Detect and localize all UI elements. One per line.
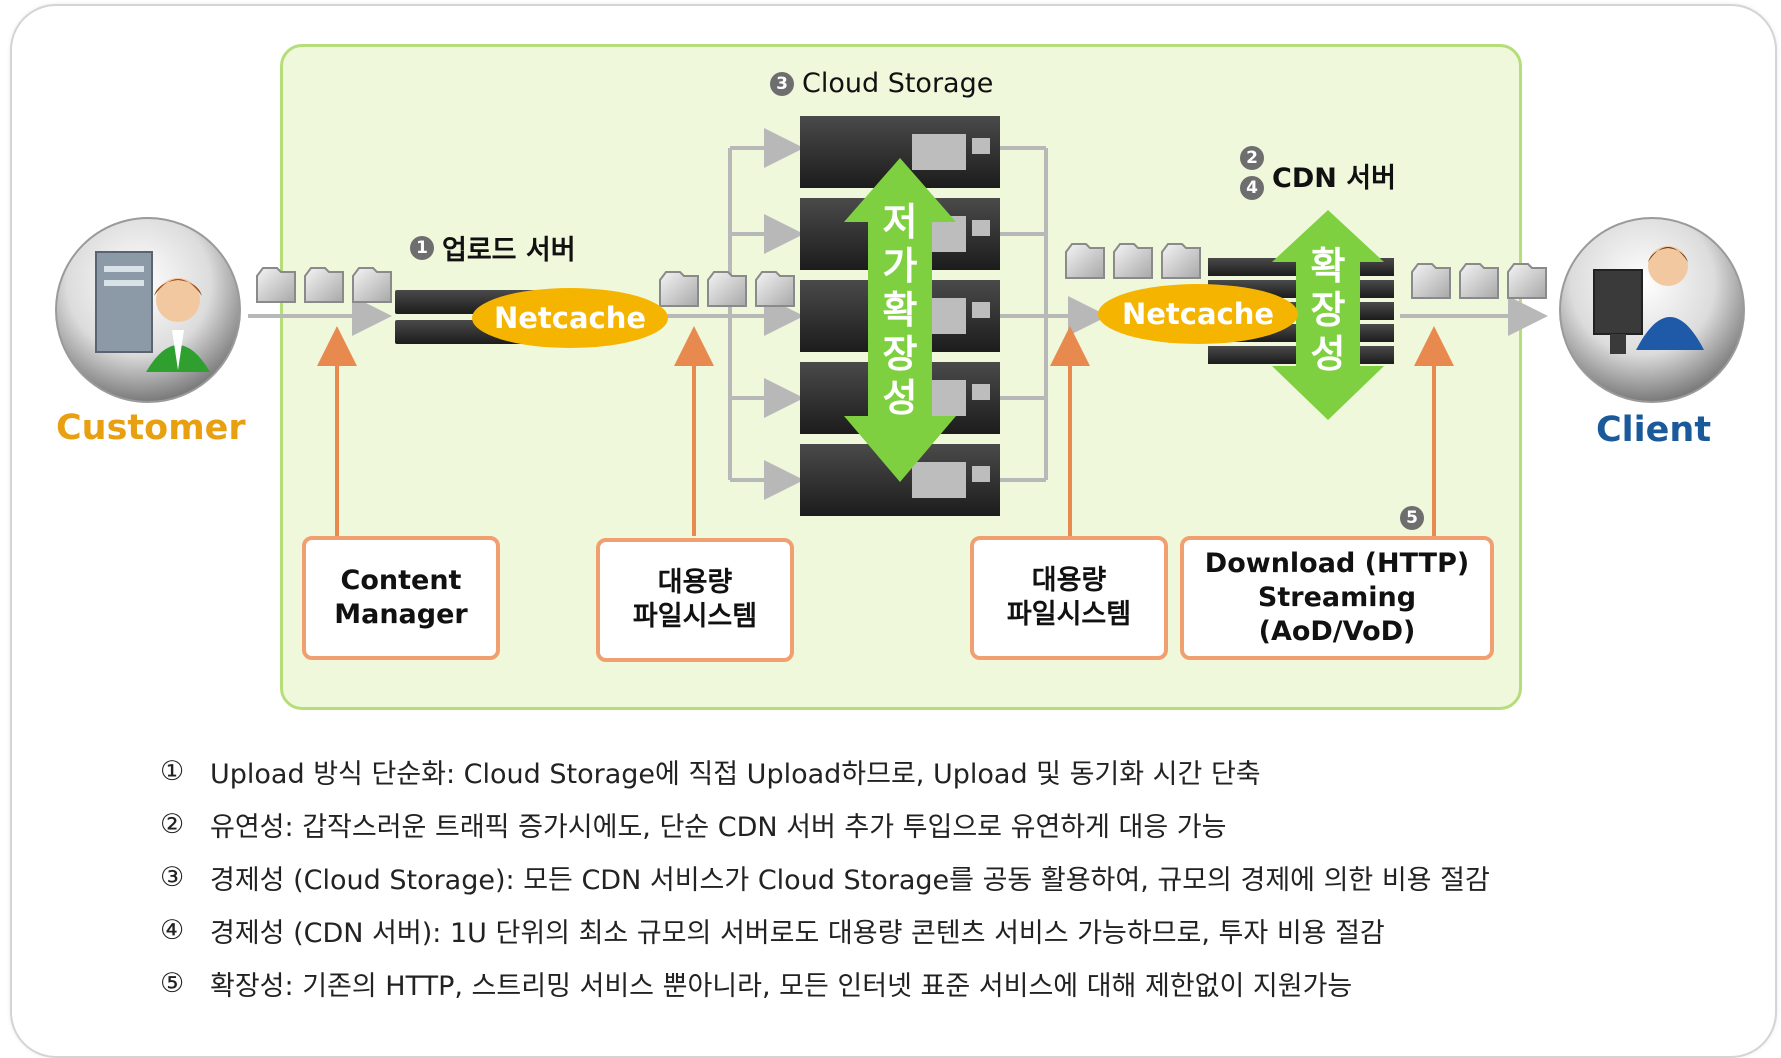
step-4-bullet: 4	[1240, 176, 1264, 200]
cdn-server-label: CDN 서버	[1272, 163, 1396, 194]
netcache-cdn-label: Netcache	[1121, 297, 1275, 331]
step-3-bullet: 3	[770, 71, 794, 96]
note-item: ① Upload 방식 단순화: Cloud Storage에 직접 Uploa…	[160, 756, 1261, 790]
client-label: Client	[1596, 410, 1712, 450]
note-item: ③ 경제성 (Cloud Storage): 모든 CDN 서비스가 Cloud…	[160, 862, 1490, 896]
note-item: ④ 경제성 (CDN 서버): 1U 단위의 최소 규모의 서버로도 대용량 콘…	[160, 915, 1385, 949]
cloud-storage-label: 3 Cloud Storage	[770, 68, 993, 99]
step-5-bullet: 5	[1400, 506, 1424, 530]
customer-avatar-icon	[55, 217, 241, 403]
client-avatar-icon	[1559, 217, 1745, 403]
customer-label: Customer	[56, 408, 246, 448]
cdn-scalability-text: 확 장 성	[1310, 244, 1346, 376]
netcache-upload-label: Netcache	[493, 301, 647, 335]
upload-server-label: 1 업로드 서버	[410, 228, 576, 267]
step-1-bullet: 1	[410, 235, 434, 260]
filesystem-box-upload: 대용량 파일시스템	[596, 538, 794, 662]
note-item: ⑤ 확장성: 기존의 HTTP, 스트리밍 서비스 뿐아니라, 모든 인터넷 표…	[160, 968, 1353, 1002]
diagram-graphics	[55, 116, 1745, 536]
scalability-arrows	[844, 158, 1384, 482]
filesystem-box-cdn: 대용량 파일시스템	[970, 536, 1168, 660]
netcache-upload: Netcache	[472, 288, 668, 348]
download-streaming-box: Download (HTTP) Streaming (AoD/VoD)	[1180, 536, 1494, 660]
flow-arrows	[248, 128, 1548, 500]
note-item: ② 유연성: 갑작스러운 트래픽 증가시에도, 단순 CDN 서버 추가 투입으…	[160, 809, 1227, 843]
folder-icons	[256, 243, 1547, 307]
content-manager-box: Content Manager	[302, 536, 500, 660]
storage-scalability-text: 저 가 확 장 성	[882, 200, 918, 420]
step-2-bullet: 2	[1240, 146, 1264, 170]
benefit-notes: ① Upload 방식 단순화: Cloud Storage에 직접 Uploa…	[160, 745, 1490, 1010]
step-5-bullet-wrap: 5	[1400, 506, 1424, 530]
orange-arrows	[317, 326, 1454, 536]
cdn-server-bullets: 2 4	[1240, 146, 1264, 200]
netcache-cdn: Netcache	[1098, 284, 1298, 344]
